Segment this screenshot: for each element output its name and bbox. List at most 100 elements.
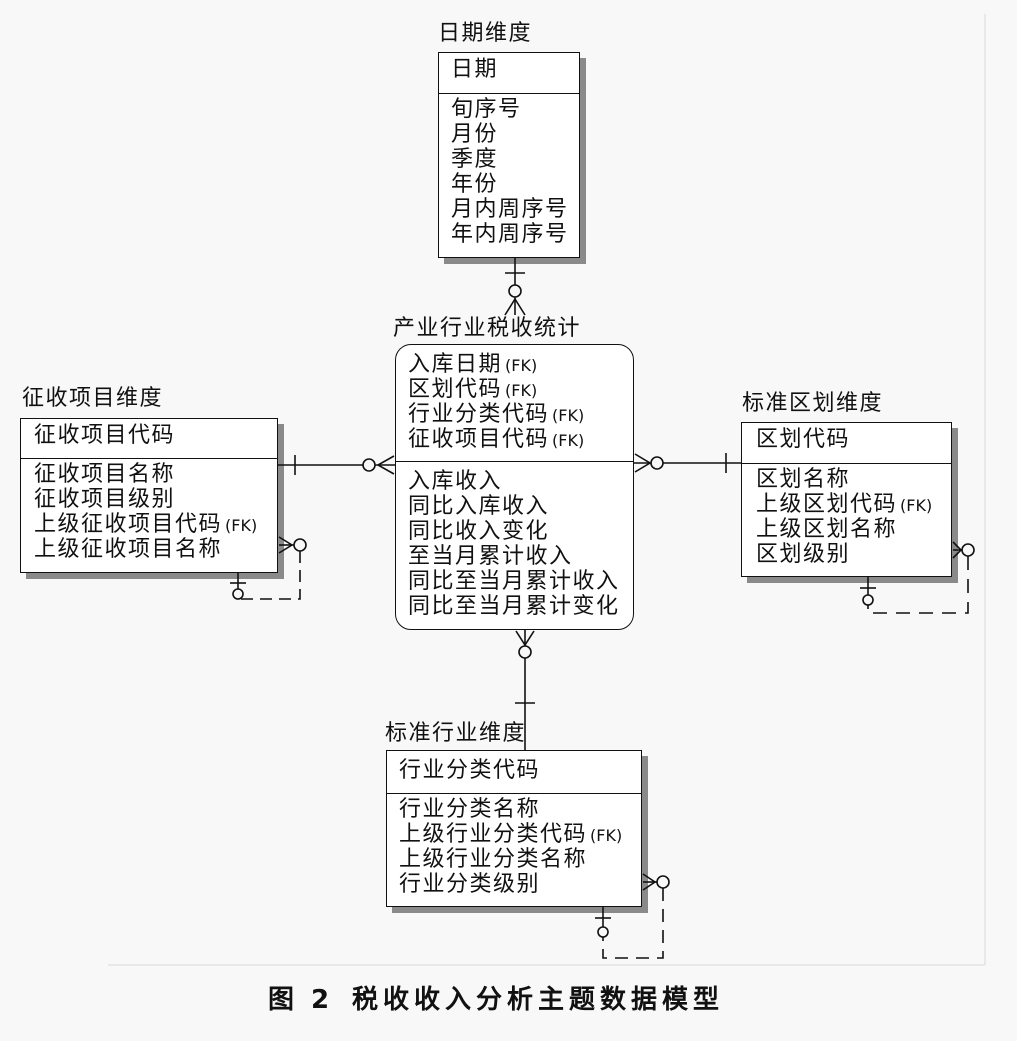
entity-title-industry-dimension: 标准行业维度: [385, 721, 527, 746]
key-attribute-row: 征收项目代码(FK): [408, 427, 633, 452]
optional-circle: [597, 926, 609, 938]
optional-circle: [650, 456, 664, 470]
relationship-tax-item-dimension-to-fact: [278, 455, 395, 475]
primary-key-section: 征收项目代码: [21, 419, 277, 459]
attribute-row: 至当月累计收入: [408, 544, 633, 569]
attribute-name: 征收项目名称: [34, 462, 176, 487]
optional-circle: [362, 458, 376, 472]
attribute-name: 上级行业分类名称: [399, 847, 588, 872]
attribute-name: 旬序号: [451, 97, 522, 122]
crows-foot: [504, 298, 526, 316]
entity-fact-table: 入库日期(FK) 区划代码(FK) 行业分类代码(FK) 征收项目代码(FK) …: [395, 344, 634, 630]
optional-circle: [518, 645, 532, 659]
optional-circle: [961, 543, 975, 557]
entity-title-tax-item-dimension: 征收项目维度: [22, 386, 164, 411]
attribute-row: 年内周序号: [451, 222, 579, 247]
crows-foot: [634, 453, 652, 473]
dashed-relationship-line: [867, 556, 969, 614]
foreign-key-marker: (FK): [552, 406, 585, 425]
attribute-row: 上级征收项目名称: [34, 537, 277, 562]
figure-number: 图 2: [268, 985, 334, 1015]
attribute-row: 上级区划代码(FK): [756, 492, 951, 517]
crows-foot: [377, 455, 395, 475]
attribute-row: 同比至当月累计收入: [408, 569, 633, 594]
attribute-row: 行业分类名称: [399, 797, 641, 822]
attribute-section: 征收项目名称 征收项目级别 上级征收项目代码(FK) 上级征收项目名称: [21, 459, 277, 562]
attribute-name: 征收项目代码: [408, 427, 550, 452]
foreign-key-marker: (FK): [225, 516, 258, 535]
key-attribute-row: 区划代码: [756, 427, 951, 452]
dashed-relationship-line: [237, 551, 301, 600]
attribute-name: 年内周序号: [451, 222, 569, 247]
primary-key-section: 入库日期(FK) 区划代码(FK) 行业分类代码(FK) 征收项目代码(FK): [396, 345, 633, 462]
attribute-name: 上级区划名称: [756, 517, 898, 542]
attribute-name: 同比至当月累计收入: [408, 569, 620, 594]
primary-key-section: 区划代码: [742, 423, 951, 464]
attribute-row: 月内周序号: [451, 197, 579, 222]
attribute-row: 月份: [451, 122, 579, 147]
relationship-fact-to-industry-dimension: [515, 630, 535, 750]
key-attribute-row: 征收项目代码: [34, 423, 277, 448]
key-attribute-row: 入库日期(FK): [408, 352, 633, 377]
optional-circle: [656, 875, 670, 889]
attribute-row: 上级区划名称: [756, 517, 951, 542]
attribute-row: 征收项目名称: [34, 462, 277, 487]
attribute-name: 同比入库收入: [408, 494, 550, 519]
attribute-name: 区划代码: [408, 377, 503, 402]
foreign-key-marker: (FK): [505, 356, 538, 375]
attribute-row: 入库收入: [408, 469, 633, 494]
attribute-name: 同比至当月累计变化: [408, 594, 620, 619]
entity-title-fact-table: 产业行业税收统计: [393, 316, 582, 341]
attribute-row: 旬序号: [451, 97, 579, 122]
attribute-name: 月份: [451, 122, 499, 147]
attribute-section: 行业分类名称 上级行业分类代码(FK) 上级行业分类名称 行业分类级别: [387, 794, 641, 897]
attribute-section: 旬序号 月份 季度 年份 月内周序号 年内周序号: [439, 94, 579, 247]
attribute-row: 季度: [451, 147, 579, 172]
foreign-key-marker: (FK): [552, 431, 585, 450]
attribute-section: 区划名称 上级区划代码(FK) 上级区划名称 区划级别: [742, 464, 951, 567]
attribute-name: 入库收入: [408, 469, 503, 494]
attribute-row: 年份: [451, 172, 579, 197]
attribute-name: 年份: [451, 172, 499, 197]
attribute-row: 同比入库收入: [408, 494, 633, 519]
attribute-row: 同比至当月累计变化: [408, 594, 633, 619]
entity-industry-dimension: 行业分类代码 行业分类名称 上级行业分类代码(FK) 上级行业分类名称 行业分类…: [386, 750, 642, 907]
entity-title-region-dimension: 标准区划维度: [742, 391, 884, 416]
attribute-name: 行业分类代码: [408, 402, 550, 427]
attribute-name: 上级征收项目名称: [34, 537, 223, 562]
attribute-name: 入库日期: [408, 352, 503, 377]
relationship-fact-to-region-dimension: [634, 453, 741, 473]
primary-key-section: 行业分类代码: [387, 751, 641, 794]
primary-key-section: 日期: [439, 53, 579, 94]
self-relationship-tax-item-parent: [230, 536, 307, 600]
attribute-name: 同比收入变化: [408, 519, 550, 544]
entity-region-dimension: 区划代码 区划名称 上级区划代码(FK) 上级区划名称 区划级别: [741, 422, 952, 577]
attribute-name: 月内周序号: [451, 197, 569, 222]
self-relationship-industry-parent: [595, 873, 670, 959]
entity-title-date-dimension: 日期维度: [438, 21, 533, 46]
attribute-name: 行业分类级别: [399, 872, 541, 897]
attribute-name: 上级区划代码: [756, 492, 898, 517]
optional-circle: [862, 594, 874, 606]
optional-circle: [293, 538, 307, 552]
attribute-name: 至当月累计收入: [408, 544, 573, 569]
attribute-row: 行业分类级别: [399, 872, 641, 897]
relationship-date-dimension-to-fact: [504, 258, 526, 316]
attribute-row: 上级行业分类代码(FK): [399, 822, 641, 847]
optional-circle: [232, 588, 244, 600]
attribute-name: 区划代码: [756, 427, 851, 452]
attribute-section: 入库收入 同比入库收入 同比收入变化 至当月累计收入 同比至当月累计收入 同比至…: [396, 462, 633, 619]
attribute-row: 同比收入变化: [408, 519, 633, 544]
foreign-key-marker: (FK): [900, 496, 933, 515]
crows-foot: [515, 630, 535, 647]
dashed-relationship-line: [602, 888, 664, 959]
attribute-name: 行业分类名称: [399, 797, 541, 822]
attribute-row: 区划级别: [756, 542, 951, 567]
foreign-key-marker: (FK): [590, 826, 623, 845]
attribute-row: 征收项目级别: [34, 487, 277, 512]
figure-frame: [108, 14, 986, 966]
attribute-name: 上级行业分类代码: [399, 822, 588, 847]
key-attribute-row: 行业分类代码(FK): [408, 402, 633, 427]
foreign-key-marker: (FK): [505, 381, 538, 400]
